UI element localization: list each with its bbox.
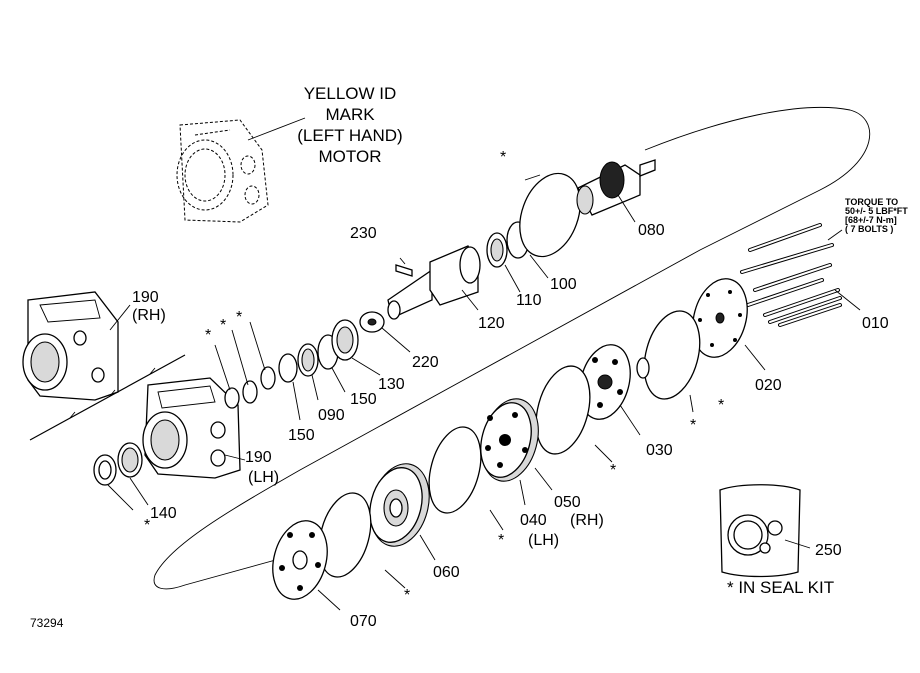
torque-note: TORQUE TO 50+/- 5 LBF*FT [68+/-7 N-m] ( … <box>845 197 908 234</box>
note-line-3: (LEFT HAND) <box>297 126 402 145</box>
left-hand-motor-illustration <box>176 119 269 223</box>
asterisk-mark: * <box>205 327 211 344</box>
callout-220: 220 <box>412 354 439 371</box>
small-oring <box>636 357 650 379</box>
housing-rh <box>22 291 119 401</box>
oring-030-050 <box>535 365 591 455</box>
housing-lh <box>142 377 241 479</box>
oring-060-070 <box>318 492 372 578</box>
asterisk-mark: * <box>610 462 616 479</box>
part-110-inner <box>490 238 504 262</box>
seal-kit-bag <box>719 484 801 578</box>
asterisk-mark: [68+/-7 N-m] <box>845 215 897 225</box>
note-line-2: MARK <box>325 105 375 124</box>
asterisk-mark: * <box>236 309 242 326</box>
assembly-loop-line <box>153 106 871 590</box>
leader-lines <box>107 174 861 611</box>
rh-lh-bracket-ticks <box>69 367 156 419</box>
asterisk-mark: 50+/- 5 LBF*FT <box>845 206 908 216</box>
callout-030: 030 <box>646 442 673 459</box>
figure-id: 73294 <box>30 616 64 630</box>
rh-lh-bracket <box>29 354 186 441</box>
callout-120: 120 <box>478 315 505 332</box>
part-010-bolts-white <box>741 224 841 326</box>
callout-010: 010 <box>862 315 889 332</box>
part-060-gerotor <box>369 463 430 547</box>
callout-040-side: (LH) <box>528 532 559 549</box>
asterisk-mark: * <box>404 587 410 604</box>
callout-070: 070 <box>350 613 377 630</box>
callout-250: 250 <box>815 542 842 559</box>
callout-050: 050 <box>554 494 581 511</box>
asterisk-mark: * <box>690 417 696 434</box>
part-220-spline <box>359 311 385 333</box>
callout-110: 110 <box>516 292 542 309</box>
callout-130: 130 <box>378 376 405 393</box>
callout-050-side: (RH) <box>570 512 604 529</box>
part-120-shaft <box>387 245 481 320</box>
part-140-bearing <box>93 442 143 486</box>
callout-190-rh: 190 <box>132 289 159 306</box>
part-070-wear-plate <box>272 520 328 600</box>
callout-040: 040 <box>520 512 547 529</box>
asterisk-mark: TORQUE TO <box>845 197 898 207</box>
part-050-valve <box>480 398 539 482</box>
callout-020: 020 <box>755 377 782 394</box>
callout-100: 100 <box>550 276 577 293</box>
seal-kit-asterisks: * * * * * * * * * * <box>144 149 724 604</box>
part-020-end-cap <box>692 278 748 358</box>
asterisk-mark: ( 7 BOLTS ) <box>845 224 893 234</box>
callout-150-b: 150 <box>288 427 315 444</box>
seal-stack <box>224 319 359 409</box>
oring-020-030 <box>643 310 701 400</box>
callout-150-a: 150 <box>350 391 377 408</box>
part-080-drive <box>576 159 656 216</box>
part-230-key <box>395 264 413 277</box>
callout-190-lh: 190 <box>245 449 272 466</box>
asterisk-mark: * <box>718 397 724 414</box>
callout-090: 090 <box>318 407 345 424</box>
oring-050-060 <box>428 426 482 514</box>
callout-080: 080 <box>638 222 665 239</box>
asterisk-mark: * <box>144 517 150 534</box>
asterisk-mark: * <box>500 149 506 166</box>
note-line-4: MOTOR <box>319 147 382 166</box>
callout-230: 230 <box>350 225 377 242</box>
seal-kit-legend: * IN SEAL KIT <box>727 578 834 597</box>
callout-190-lh-side: (LH) <box>248 469 279 486</box>
callout-060: 060 <box>433 564 460 581</box>
asterisk-mark: * <box>498 532 504 549</box>
callout-190-rh-side: (RH) <box>132 307 166 324</box>
note-line-1: YELLOW ID <box>304 84 397 103</box>
yellow-id-note: YELLOW ID MARK (LEFT HAND) MOTOR <box>297 84 402 166</box>
part-030-valve-plate <box>579 344 631 420</box>
callout-140: 140 <box>150 505 177 522</box>
asterisk-mark: * <box>220 317 226 334</box>
yellow-id-leader <box>247 117 306 141</box>
seal-ring-080 <box>519 172 581 258</box>
